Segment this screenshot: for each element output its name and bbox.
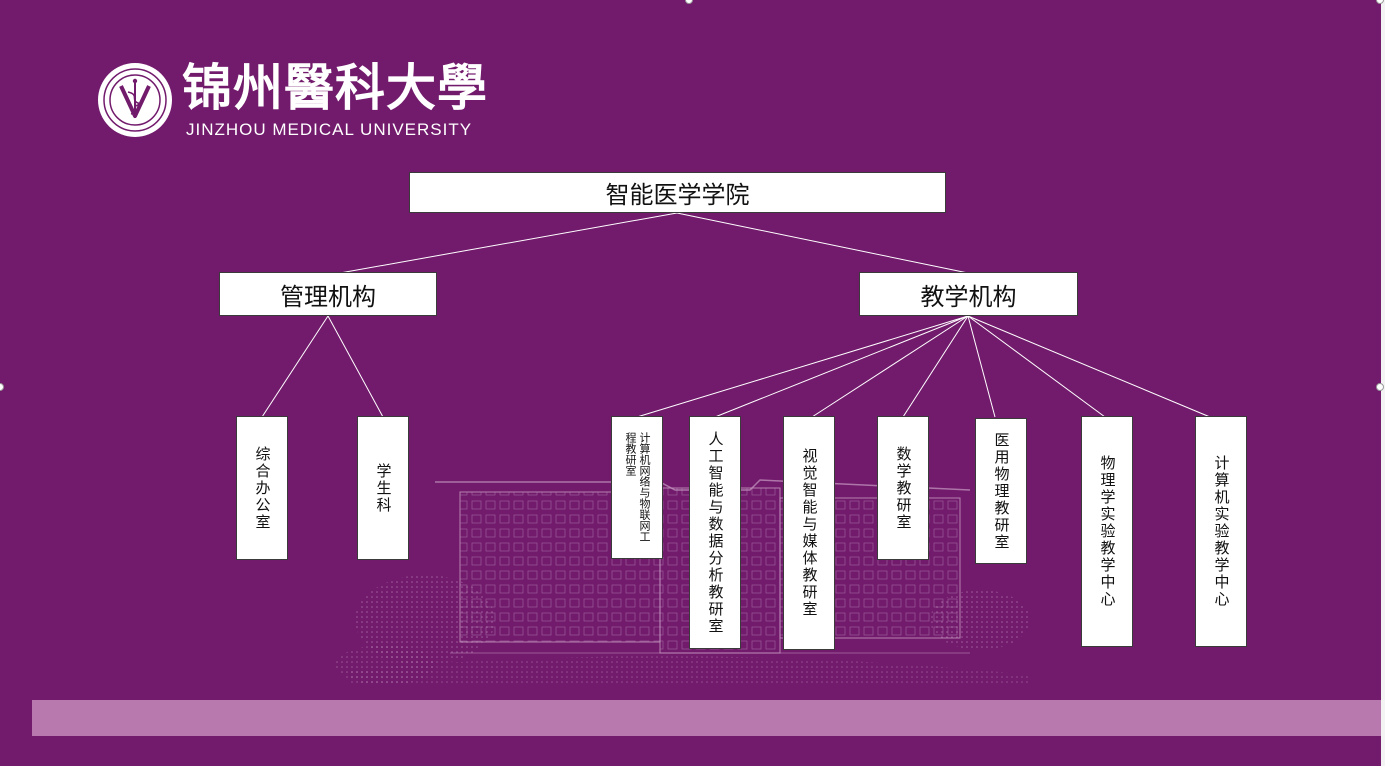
- branch-teaching-label: 教学机构: [920, 282, 1017, 311]
- university-name-english: JINZHOU MEDICAL UNIVERSITY: [186, 120, 473, 139]
- unit-student-affairs-box[interactable]: 学生科: [357, 416, 409, 560]
- branch-teaching-box[interactable]: 教学机构: [859, 272, 1078, 316]
- connector-teaching-unit-3: [811, 315, 969, 418]
- unit-general-office-label: 综合办公室: [253, 445, 272, 531]
- university-name-chinese: 锦州醫科大學: [182, 58, 488, 117]
- campus-building-illustration: [335, 479, 1030, 685]
- connector-management-office: [261, 315, 329, 418]
- slide-edge-strip: [1381, 0, 1385, 766]
- connector-teaching-unit-7: [967, 315, 1211, 418]
- connector-root-management: [339, 212, 678, 274]
- branch-management-box[interactable]: 管理机构: [219, 272, 437, 316]
- unit-medical-physics-box[interactable]: 医用物理教研室: [975, 418, 1027, 564]
- unit-mathematics-box[interactable]: 数学教研室: [877, 416, 929, 560]
- unit-general-office-box[interactable]: 综合办公室: [236, 416, 288, 560]
- unit-computer-lab-center-box[interactable]: 计算机实验教学中心: [1195, 416, 1247, 647]
- footer-band: [32, 700, 1381, 736]
- org-root-box[interactable]: 智能医学学院: [409, 172, 946, 213]
- unit-ai-data-analysis-label: 人工智能与数据分析教研室: [706, 430, 725, 635]
- unit-physics-lab-center-box[interactable]: 物理学实验教学中心: [1081, 416, 1133, 647]
- connector-teaching-unit-2: [714, 315, 969, 418]
- unit-mathematics-label: 数学教研室: [894, 445, 913, 531]
- connector-root-teaching: [676, 212, 969, 274]
- unit-visual-media-label: 视觉智能与媒体教研室: [800, 448, 819, 618]
- unit-medical-physics-label: 医用物理教研室: [992, 431, 1011, 551]
- unit-network-iot-label: 计算机网络与物联网工程教研室: [624, 431, 651, 542]
- unit-computer-lab-center-label: 计算机实验教学中心: [1212, 455, 1231, 608]
- unit-visual-media-box[interactable]: 视觉智能与媒体教研室: [783, 416, 835, 650]
- unit-network-iot-box[interactable]: 计算机网络与物联网工程教研室: [611, 416, 663, 559]
- unit-physics-lab-center-label: 物理学实验教学中心: [1098, 455, 1117, 608]
- unit-ai-data-analysis-box[interactable]: 人工智能与数据分析教研室: [689, 416, 741, 649]
- branch-management-label: 管理机构: [280, 282, 376, 311]
- connector-teaching-unit-1: [636, 315, 969, 418]
- connector-teaching-unit-6: [967, 315, 1106, 418]
- connector-teaching-unit-4: [902, 315, 969, 418]
- resize-handle-right[interactable]: [1376, 383, 1384, 391]
- university-seal-icon: [98, 63, 172, 137]
- unit-student-affairs-label: 学生科: [374, 462, 393, 514]
- org-root-label: 智能医学学院: [605, 181, 750, 209]
- connector-teaching-unit-5: [967, 315, 996, 418]
- connector-management-student: [327, 315, 384, 418]
